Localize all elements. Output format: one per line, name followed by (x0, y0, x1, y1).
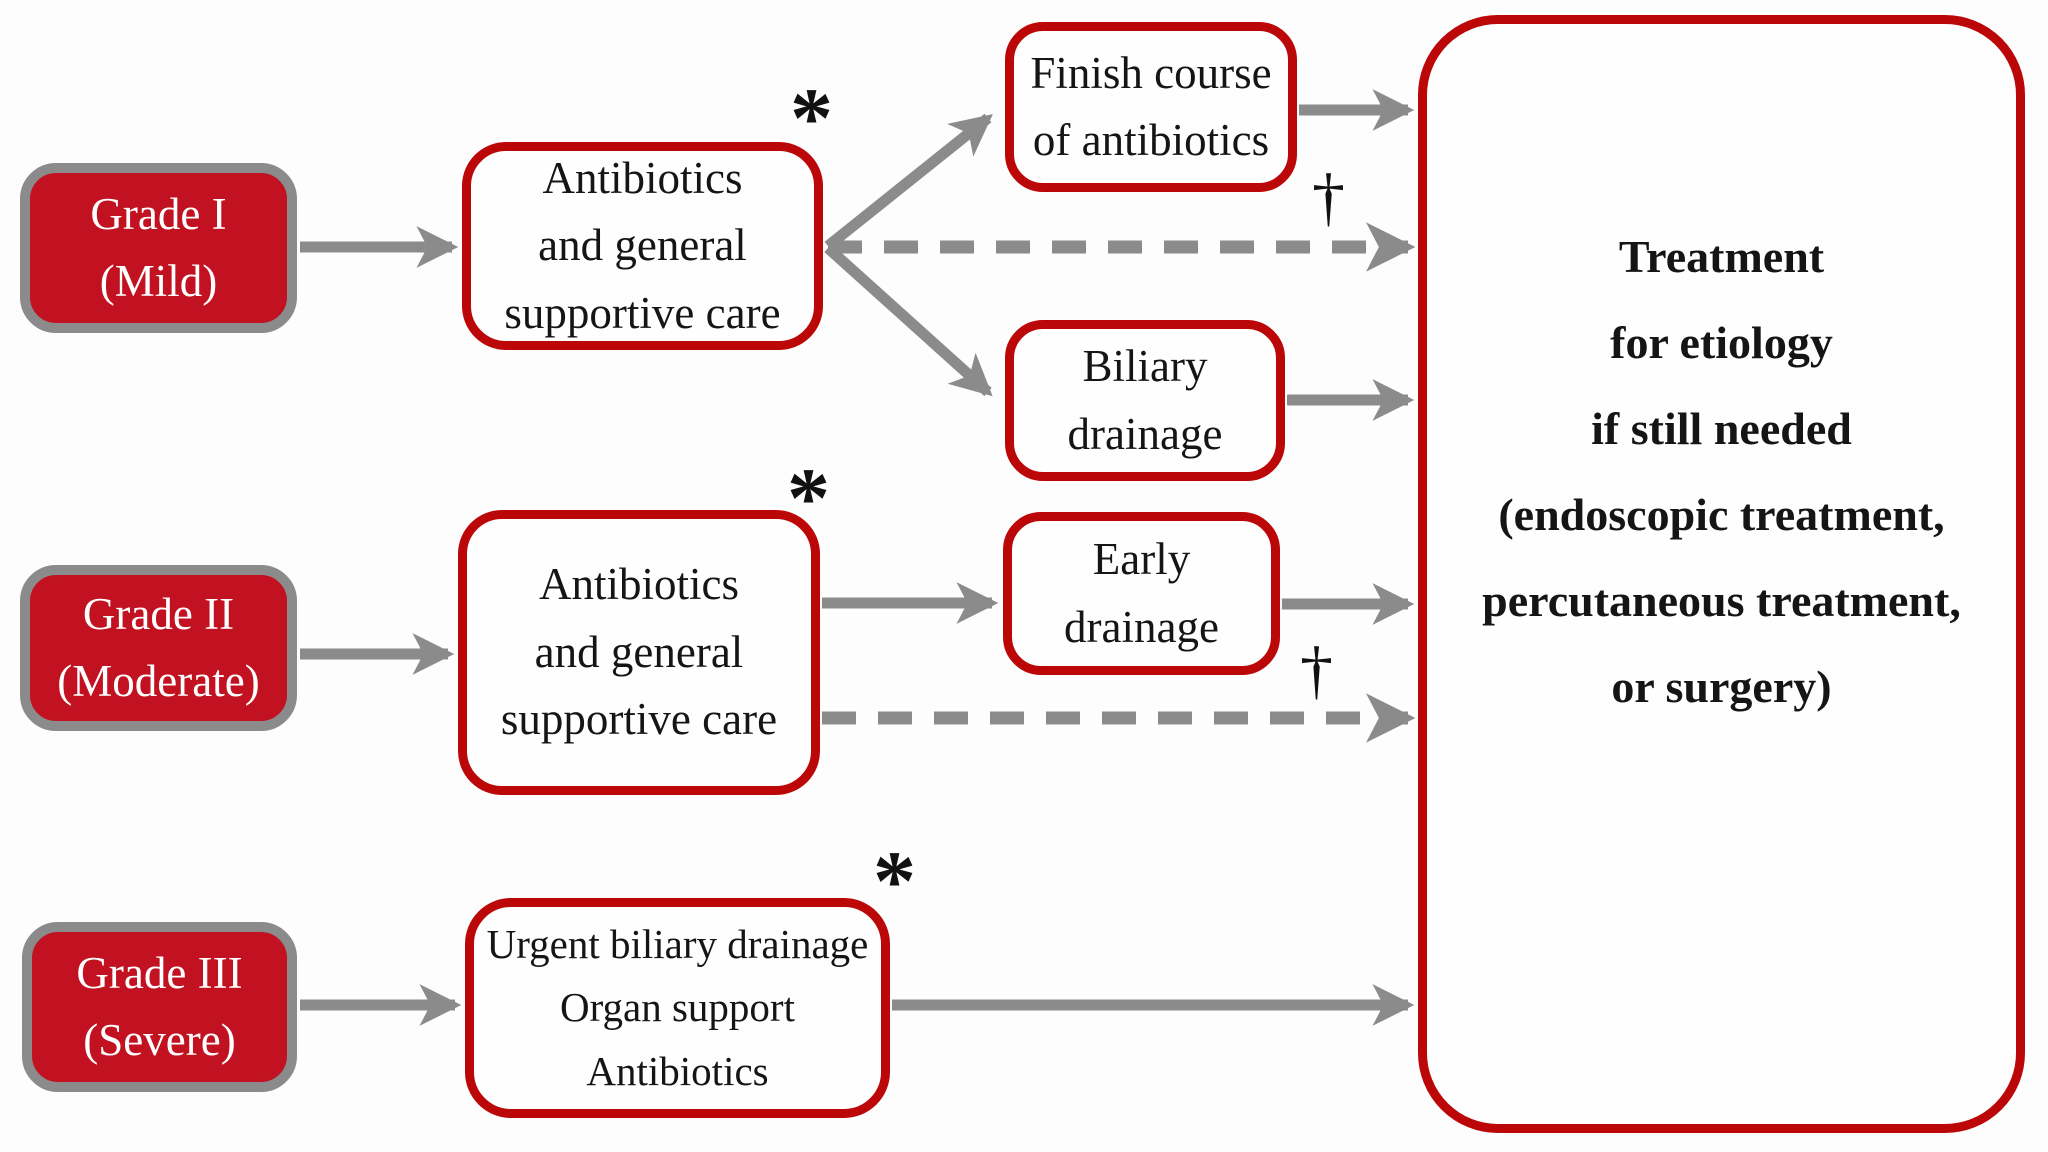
node-label: of antibiotics (1032, 115, 1270, 165)
node-finish-course-antibiotics: Finish course of antibiotics (1005, 22, 1297, 192)
node-label: if still needed (1591, 403, 1852, 455)
asterisk-annotation-urgent: * (873, 833, 916, 929)
node-label: Early (1092, 534, 1191, 584)
node-label: Finish course (1030, 47, 1272, 98)
node-label: Grade III (76, 947, 243, 998)
node-label: Antibiotics (539, 559, 739, 610)
node-treatment-for-etiology: Treatment for etiology if still needed (… (1418, 15, 2025, 1133)
arrow-care1-to-finish (824, 113, 993, 251)
node-label: supportive care (500, 694, 778, 745)
node-label: (Mild) (99, 256, 218, 306)
node-label: Antibiotics (586, 1047, 769, 1094)
node-grade-ii: Grade II (Moderate) (20, 565, 297, 731)
node-label: Biliary (1082, 341, 1208, 391)
node-label: and general (534, 626, 744, 677)
node-urgent-biliary-drainage: Urgent biliary drainage Organ support An… (465, 898, 890, 1118)
node-label: supportive care (504, 287, 781, 338)
node-label: and general (538, 220, 747, 271)
node-label: or surgery) (1611, 661, 1832, 713)
node-label: drainage (1064, 601, 1219, 652)
dagger-annotation-row2: † (1300, 634, 1333, 707)
node-label: (endoscopic treatment, (1498, 489, 1945, 541)
node-antibiotics-supportive-care-2: Antibiotics and general supportive care (458, 510, 820, 795)
node-antibiotics-supportive-care-1: Antibiotics and general supportive care (462, 142, 823, 350)
node-grade-iii: Grade III (Severe) (22, 922, 297, 1092)
node-label: Urgent biliary drainage (486, 920, 869, 967)
node-label: (Severe) (83, 1015, 236, 1065)
node-label: (Moderate) (57, 656, 260, 706)
node-grade-i: Grade I (Mild) (20, 163, 297, 333)
arrow-care1-to-biliary (824, 243, 993, 397)
node-biliary-drainage: Biliary drainage (1005, 320, 1285, 481)
node-label: Grade II (82, 588, 235, 639)
node-label: Antibiotics (542, 152, 743, 203)
node-label: for etiology (1610, 317, 1833, 369)
asterisk-annotation-care2: * (787, 450, 830, 546)
node-label: drainage (1067, 408, 1223, 459)
node-label: Organ support (560, 984, 795, 1031)
dagger-annotation-row1: † (1312, 161, 1345, 234)
node-label: Grade I (90, 188, 227, 239)
node-label: Treatment (1618, 231, 1825, 282)
node-label: percutaneous treatment, (1482, 575, 1961, 627)
asterisk-annotation-care1: * (790, 70, 833, 166)
node-early-drainage: Early drainage (1003, 512, 1280, 675)
